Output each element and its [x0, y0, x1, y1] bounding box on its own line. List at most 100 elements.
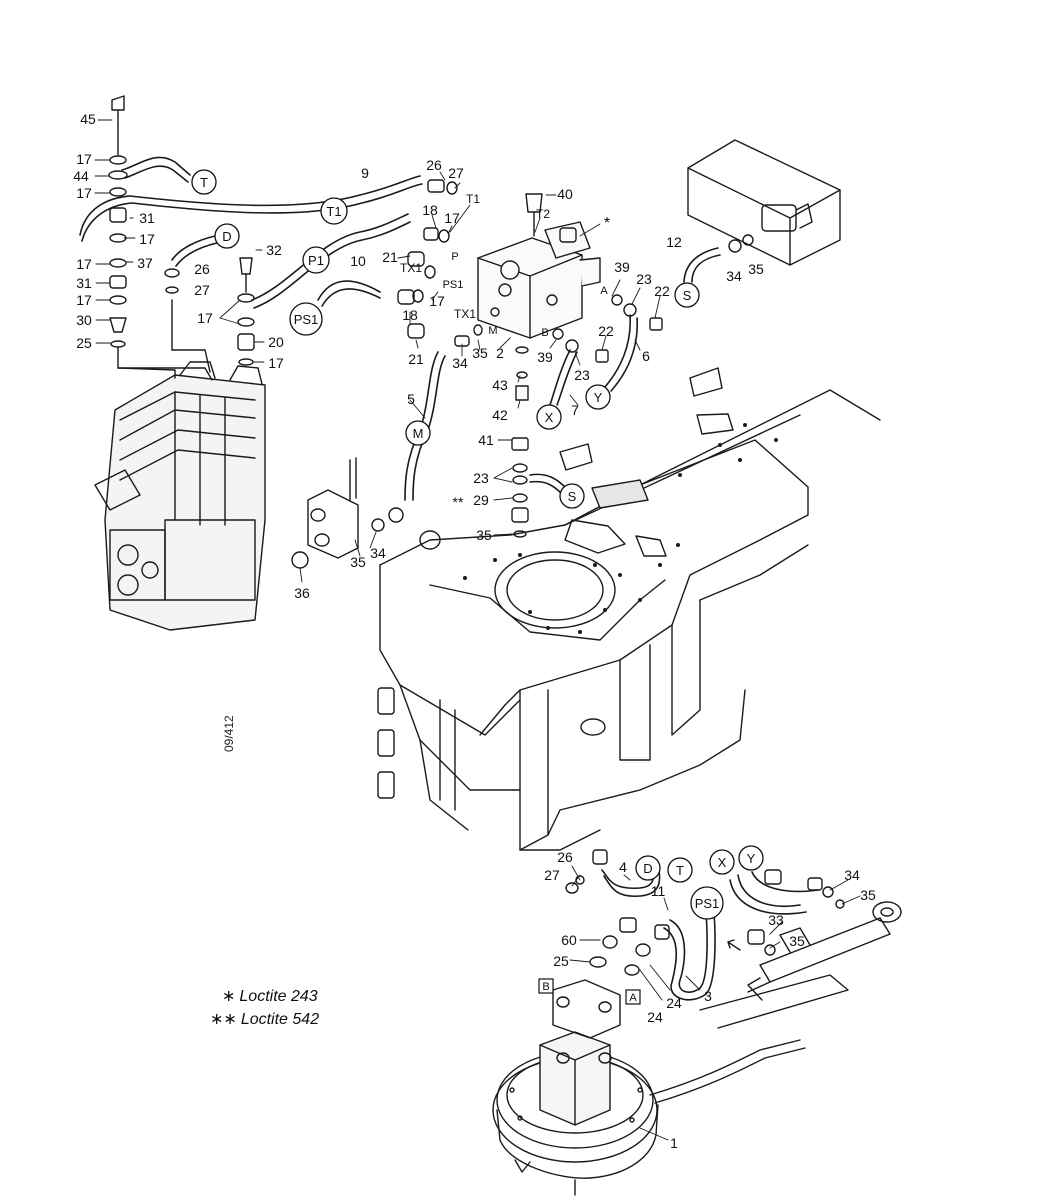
part-label: 34 — [844, 867, 860, 883]
part-label: 31 — [76, 275, 92, 291]
port-marker: S — [559, 483, 585, 509]
part-label: 35 — [350, 554, 366, 570]
part-label: 60 — [561, 932, 577, 948]
motor-port-fittings — [565, 849, 845, 976]
part-label: 37 — [137, 255, 153, 271]
part-label: 44 — [73, 168, 89, 184]
boxed-marker: B — [538, 978, 554, 994]
part-label: 2 — [496, 345, 504, 361]
part-label: 34 — [452, 355, 468, 371]
part-label: 32 — [266, 242, 282, 258]
port-marker: X — [536, 404, 562, 430]
frame-holes — [463, 423, 778, 634]
part-label: 26 — [426, 157, 442, 173]
part-label: 33 — [768, 912, 784, 928]
part-number-labels: 45 17 44 17 31 17 37 17 31 17 30 25 26 2… — [73, 111, 876, 1151]
part-label: 34 — [370, 545, 386, 561]
part-label: 4 — [619, 859, 627, 875]
part-label: 3 — [704, 988, 712, 1004]
port-marker: M — [405, 420, 431, 446]
chassis-frame — [377, 389, 881, 851]
part-label: T1 — [466, 192, 480, 206]
port-marker: D — [635, 855, 661, 881]
port-marker-label: S — [683, 288, 692, 303]
part-label: * — [604, 215, 610, 232]
part-label: 27 — [194, 282, 210, 298]
part-label: 17 — [429, 293, 445, 309]
port-marker: X — [709, 849, 735, 875]
part-label: 31 — [139, 210, 155, 226]
leader-lines — [94, 119, 861, 1141]
hoses — [79, 156, 819, 1001]
port-marker-label: X — [545, 410, 554, 425]
part-label: 17 — [444, 210, 460, 226]
part-label: TX1 — [400, 261, 422, 275]
port-marker: T — [667, 857, 693, 883]
port-marker: S — [674, 282, 700, 308]
part-label: T2 — [536, 207, 550, 221]
part-label: 17 — [76, 292, 92, 308]
part-label: 42 — [492, 407, 508, 423]
part-label: 29 — [473, 492, 489, 508]
port-marker: P1 — [302, 246, 330, 274]
part-label: 22 — [598, 323, 614, 339]
electrical-box — [687, 139, 841, 266]
part-label: 10 — [350, 253, 366, 269]
part-label: 25 — [553, 953, 569, 969]
part-label: 17 — [76, 151, 92, 167]
part-label: PS1 — [443, 279, 464, 291]
swing-motor-assembly — [492, 979, 806, 1196]
port-marker: PS1 — [289, 302, 323, 336]
boxed-marker: A — [625, 989, 641, 1005]
part-label: 17 — [268, 355, 284, 371]
port-marker-label: PS1 — [294, 312, 319, 327]
port-marker-label: S — [568, 489, 577, 504]
port-marker: Y — [585, 384, 611, 410]
part-label: ** — [453, 494, 464, 510]
part-label: 39 — [537, 349, 553, 365]
note-symbol: ∗∗ — [210, 1011, 237, 1028]
part-label: 22 — [654, 283, 670, 299]
part-label: 35 — [476, 527, 492, 543]
part-label: 17 — [76, 256, 92, 272]
boxed-port-markers: B A — [538, 978, 641, 1005]
part-label: A — [600, 285, 608, 297]
port-marker-label: T — [200, 175, 208, 190]
part-label: 40 — [557, 186, 573, 202]
part-label: 25 — [76, 335, 92, 351]
port-marker-label: D — [643, 861, 652, 876]
port-marker: PS1 — [690, 886, 724, 920]
control-valve-block — [94, 361, 266, 631]
part-label: 18 — [402, 307, 418, 323]
port-marker-label: T — [676, 863, 684, 878]
part-label: 26 — [194, 261, 210, 277]
port-marker-label: Y — [747, 851, 756, 866]
part-label: 26 — [557, 849, 573, 865]
boxed-marker-label: B — [542, 981, 549, 993]
part-label: 21 — [382, 249, 398, 265]
port-marker-label: Y — [594, 390, 603, 405]
part-label: 45 — [80, 111, 96, 127]
part-label: TX1 — [454, 307, 476, 321]
part-label: 6 — [642, 348, 650, 364]
part-label: M — [488, 325, 497, 337]
part-label: 35 — [789, 933, 805, 949]
part-label: B — [541, 327, 548, 339]
part-label: 12 — [666, 234, 682, 250]
part-label: 20 — [268, 334, 284, 350]
boxed-marker-label: A — [629, 992, 637, 1004]
part-label: 27 — [448, 165, 464, 181]
port-marker-label: X — [718, 855, 727, 870]
part-label: 17 — [76, 185, 92, 201]
part-label: 30 — [76, 312, 92, 328]
swing-cylinder — [699, 901, 902, 1029]
part-label: 23 — [574, 367, 590, 383]
port-marker: Y — [738, 845, 764, 871]
part-label: 41 — [478, 432, 494, 448]
port-marker-label: P1 — [308, 253, 324, 268]
part-label: 18 — [422, 202, 438, 218]
part-label: 27 — [544, 867, 560, 883]
left-fastener-stack — [108, 95, 213, 381]
part-label: 1 — [670, 1135, 678, 1151]
